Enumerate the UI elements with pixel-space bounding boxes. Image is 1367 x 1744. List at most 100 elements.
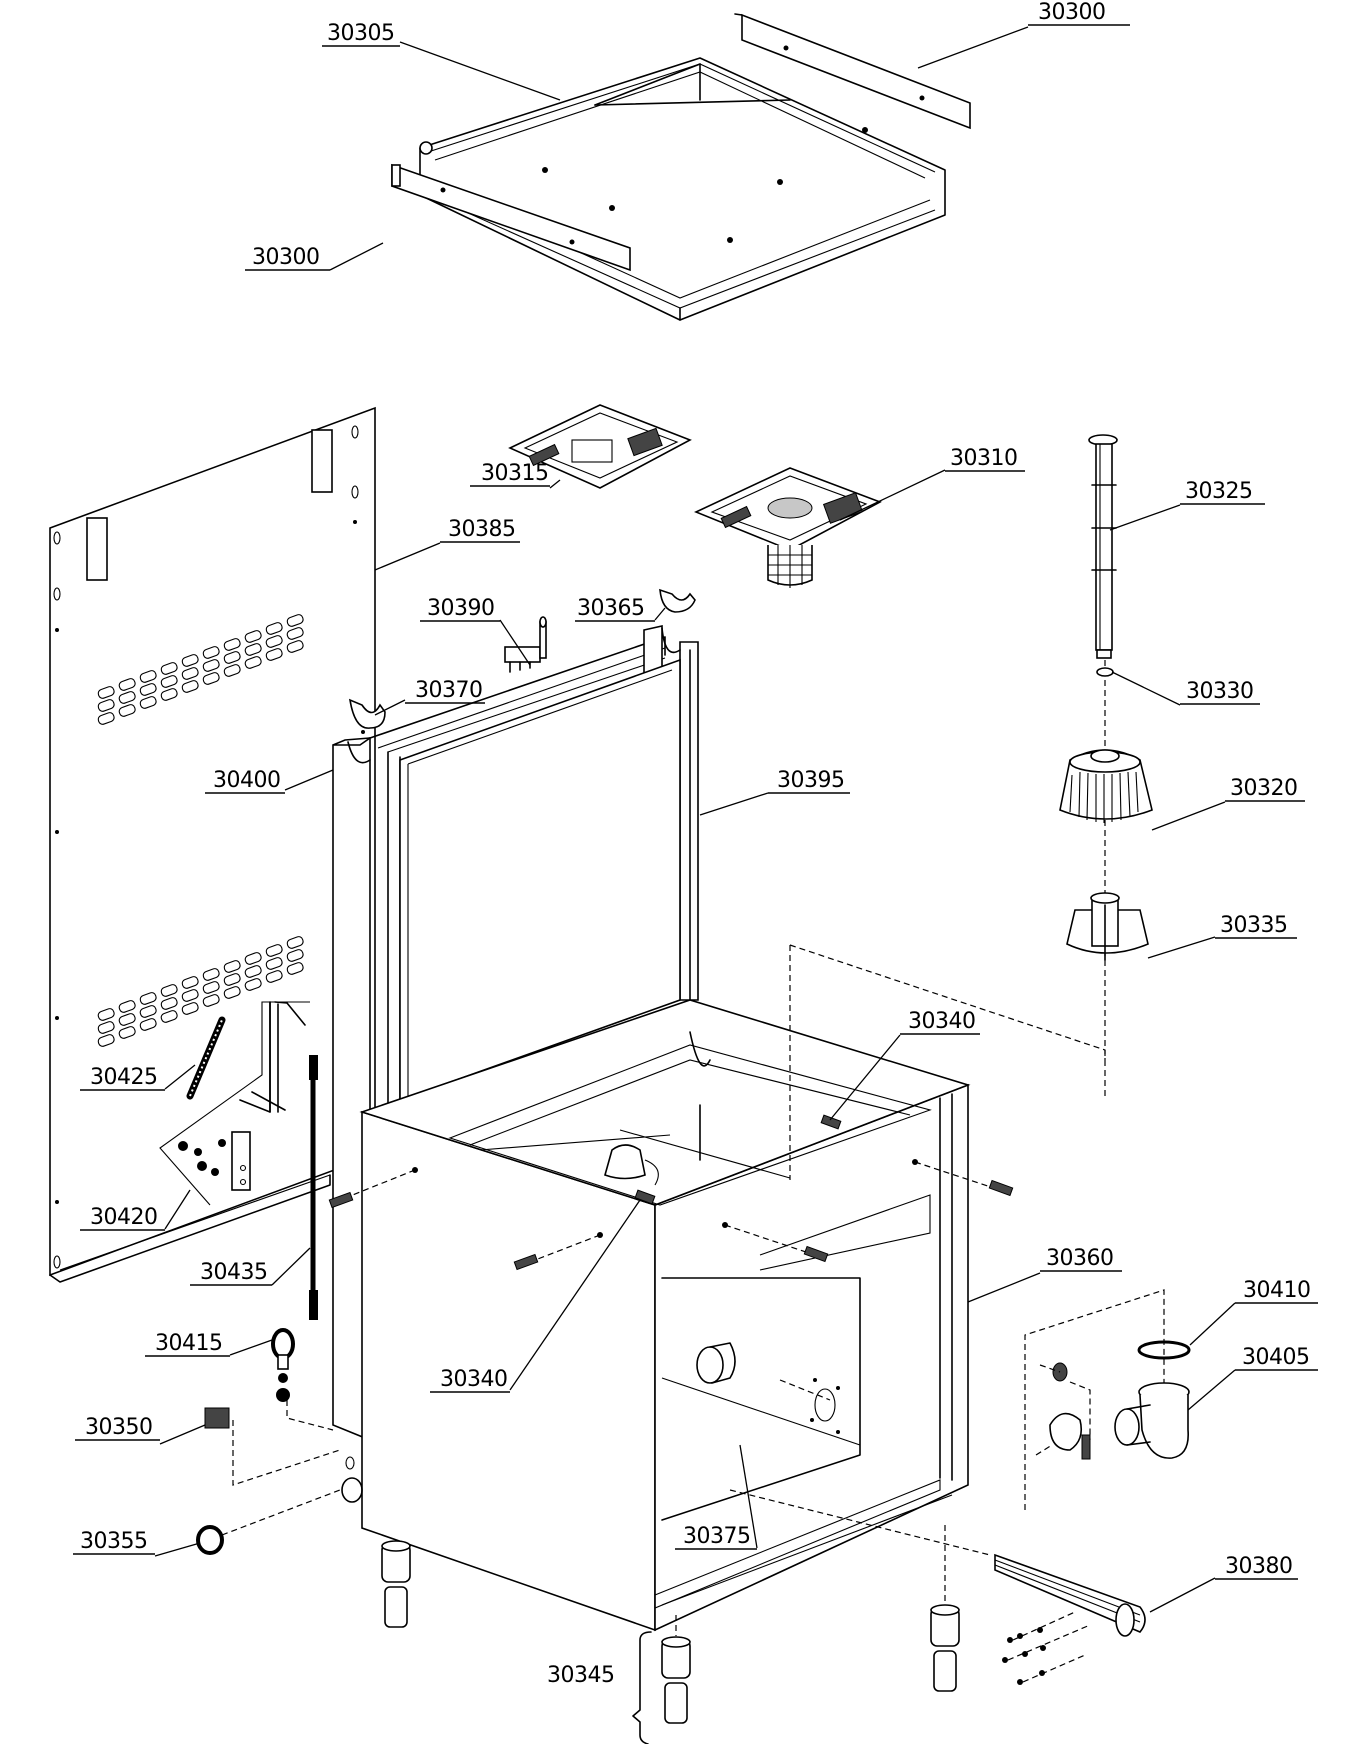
part-number-label: 30375 <box>683 1524 751 1549</box>
leader-line <box>1147 936 1216 959</box>
leader-line <box>549 479 561 489</box>
part-adjustable-foot[interactable] <box>381 1525 960 1744</box>
part-number-label: 30305 <box>327 21 395 46</box>
part-heating-element[interactable] <box>729 1379 1146 1685</box>
callout-30340[interactable]: 30340 <box>430 1199 641 1393</box>
part-door-panel[interactable] <box>399 658 681 1102</box>
leader-line <box>1109 504 1181 531</box>
part-rear-panel[interactable] <box>49 406 376 1283</box>
leader-line <box>399 41 561 101</box>
leader-line <box>374 699 406 716</box>
callout-30300[interactable]: 30300 <box>917 0 1130 69</box>
part-number-label: 30385 <box>448 517 516 542</box>
callout-30405[interactable]: 30405 <box>1187 1345 1318 1411</box>
part-hinge-bracket[interactable] <box>504 616 547 673</box>
part-top-strip-rear[interactable] <box>734 13 971 130</box>
part-filter-base[interactable] <box>1066 892 1149 961</box>
part-cabinet-body[interactable] <box>328 944 1106 1632</box>
callout-30375[interactable]: 30375 <box>675 1444 758 1550</box>
callout-30370[interactable]: 30370 <box>374 678 485 716</box>
part-number-label: 30345 <box>547 1663 615 1688</box>
part-filter-tray-basket[interactable] <box>693 467 882 588</box>
part-eye-bolt[interactable] <box>271 1328 334 1431</box>
part-tie-rod[interactable] <box>309 1055 318 1320</box>
part-number-label: 30370 <box>415 678 483 703</box>
callout-30330[interactable]: 30330 <box>1111 671 1260 706</box>
part-hinge-cup-right[interactable] <box>659 588 696 613</box>
part-number-label: 30390 <box>427 596 495 621</box>
part-number-label: 30410 <box>1243 1278 1311 1303</box>
part-number-label: 30380 <box>1225 1554 1293 1579</box>
callout-30435[interactable]: 30435 <box>190 1247 311 1286</box>
leader-line <box>154 1542 201 1557</box>
part-number-label: 30340 <box>908 1009 976 1034</box>
part-overflow-pipe[interactable] <box>1088 434 1118 659</box>
callout-30325[interactable]: 30325 <box>1109 479 1265 531</box>
part-fitting[interactable] <box>204 1407 341 1486</box>
part-number-label: 30300 <box>1038 0 1106 25</box>
leader-line <box>699 792 769 816</box>
foot-center <box>661 1615 691 1724</box>
part-number-label: 30310 <box>950 446 1018 471</box>
callout-30300[interactable]: 30300 <box>245 242 384 271</box>
callout-30350[interactable]: 30350 <box>75 1415 206 1445</box>
callout-30425[interactable]: 30425 <box>80 1064 196 1091</box>
leader-line <box>499 619 531 666</box>
callout-30420[interactable]: 30420 <box>80 1189 191 1231</box>
callout-30340[interactable]: 30340 <box>829 1009 980 1121</box>
callout-30395[interactable]: 30395 <box>699 768 850 816</box>
part-spring[interactable] <box>186 1016 226 1100</box>
part-top-strip-front[interactable] <box>391 163 631 272</box>
callout-30380[interactable]: 30380 <box>1149 1554 1298 1613</box>
callout-30320[interactable]: 30320 <box>1151 776 1305 831</box>
part-number-label: 30315 <box>481 461 549 486</box>
part-fixing-screw-front[interactable] <box>634 1189 656 1205</box>
callout-30345[interactable]: 30345 <box>547 1663 615 1688</box>
leader-line <box>284 769 334 791</box>
part-number-label: 30335 <box>1220 913 1288 938</box>
callout-30355[interactable]: 30355 <box>73 1529 201 1557</box>
callout-30365[interactable]: 30365 <box>575 596 666 622</box>
part-number-label: 30400 <box>213 768 281 793</box>
leader-line <box>509 1199 641 1391</box>
callout-30305[interactable]: 30305 <box>322 21 561 101</box>
leader-line <box>374 542 441 571</box>
leader-line <box>271 1247 311 1286</box>
part-grommet[interactable] <box>196 1489 341 1555</box>
part-top-frame[interactable] <box>419 57 946 321</box>
callout-30310[interactable]: 30310 <box>839 446 1025 521</box>
part-number-label: 30360 <box>1046 1246 1114 1271</box>
part-filter-tray[interactable] <box>508 404 692 489</box>
callout-30415[interactable]: 30415 <box>145 1331 273 1357</box>
leader-line <box>1151 801 1226 831</box>
callout-30390[interactable]: 30390 <box>420 596 531 666</box>
leader-line <box>329 242 384 271</box>
foot-left <box>381 1540 411 1628</box>
part-drain-trap[interactable] <box>1035 1362 1190 1460</box>
vent-grille-upper <box>97 614 304 725</box>
callout-30385[interactable]: 30385 <box>374 517 520 571</box>
leader-line <box>1111 671 1181 706</box>
part-number-label: 30340 <box>440 1367 508 1392</box>
callout-30335[interactable]: 30335 <box>1147 913 1297 959</box>
part-door-lever-kit[interactable] <box>159 1001 310 1206</box>
part-fixing-screw-rear[interactable] <box>820 1114 842 1130</box>
part-number-label: 30325 <box>1185 479 1253 504</box>
part-number-label: 30420 <box>90 1205 158 1230</box>
part-number-label: 30425 <box>90 1065 158 1090</box>
leader-line <box>164 1064 196 1090</box>
leader-line <box>917 26 1029 69</box>
part-number-label: 30395 <box>777 768 845 793</box>
leader-line <box>1149 1577 1216 1613</box>
part-hinge-cup-left[interactable] <box>348 698 386 734</box>
callout-30360[interactable]: 30360 <box>967 1246 1122 1303</box>
part-number-label: 30415 <box>155 1331 223 1356</box>
part-number-label: 30300 <box>252 245 320 270</box>
part-pump-filter[interactable] <box>1059 749 1153 823</box>
part-o-ring[interactable] <box>1096 667 1114 677</box>
callout-30410[interactable]: 30410 <box>1189 1278 1318 1346</box>
callout-30400[interactable]: 30400 <box>205 768 334 794</box>
leader-line <box>839 469 946 521</box>
callout-30315[interactable]: 30315 <box>470 461 561 489</box>
